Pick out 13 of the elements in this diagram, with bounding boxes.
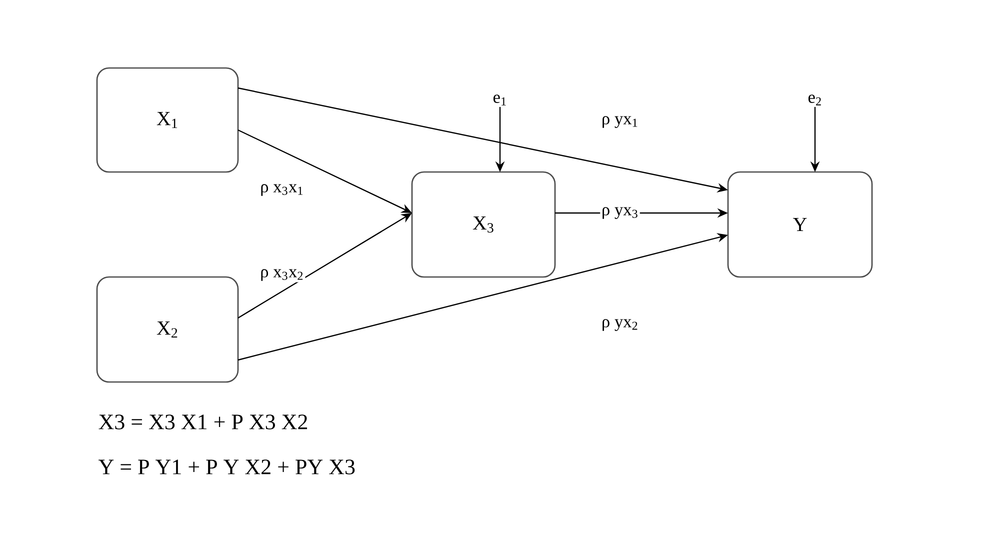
variable-box: X$_{3}$ [411, 171, 556, 278]
equation: X3 = X3 X1 + P X3 X2 [98, 414, 308, 430]
equation: Y = P Y1 + P Y X2 + PY X3 [98, 460, 355, 474]
variable-box: X$_{1}$ [96, 67, 239, 173]
edge-label: ρ yx$_{3}$ [600, 206, 640, 220]
edge-label: ρ yx$_{1}$ [600, 114, 640, 130]
variable-box: Y [727, 171, 873, 278]
edge-label: ρ x$_{3}$x$_{2}$ [258, 268, 306, 282]
edge-label: ρ yx$_{2}$ [600, 318, 640, 332]
error-term: e$_{1}$ [493, 94, 506, 106]
edge-label: ρ x$_{3}$x$_{1}$ [258, 182, 306, 198]
error-term: e$_{2}$ [808, 94, 821, 106]
variable-box: X$_{2}$ [96, 276, 239, 383]
